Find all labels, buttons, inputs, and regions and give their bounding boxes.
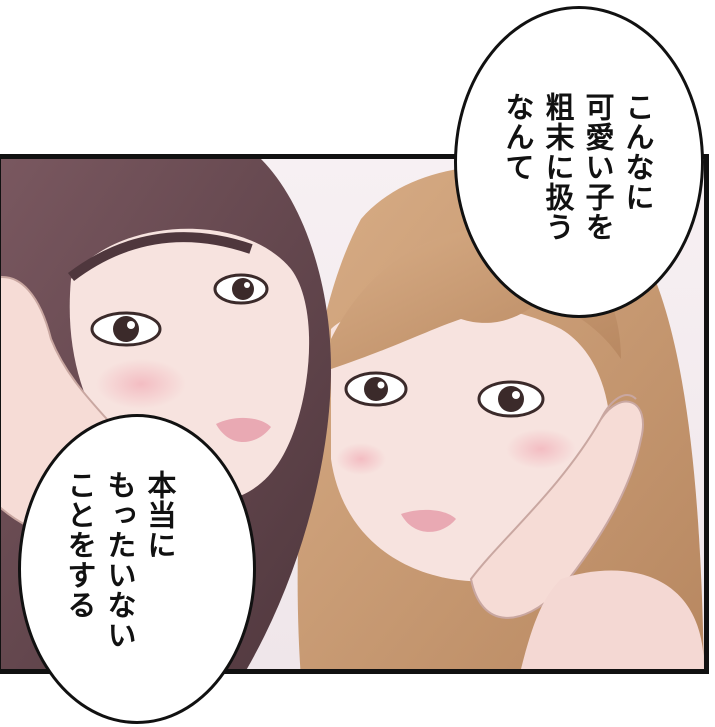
speech-text-bottom: 本当にもったいないことをする (60, 470, 180, 650)
right-girl-shoulder (521, 570, 704, 669)
speech-line: 可愛い子を (581, 92, 615, 242)
speech-line: 本当に (143, 470, 177, 560)
speech-bubble-bottom (18, 414, 256, 724)
right-girl-hand (469, 400, 644, 619)
left-girl-eyebrow (67, 232, 253, 281)
speech-line: もったいない (103, 470, 137, 650)
speech-bubble-top (454, 6, 704, 318)
left-girl-iris-left (113, 316, 139, 342)
left-girl-lips (216, 417, 271, 443)
left-girl-iris-right (232, 278, 254, 300)
speech-line: こんなに (621, 92, 655, 212)
speech-line: なんて (501, 92, 535, 182)
speech-line: 粗末に扱う (541, 92, 575, 242)
speech-line: ことをする (63, 470, 97, 620)
right-girl-lips (401, 509, 456, 532)
speech-text-top: こんなに可愛い子を粗末に扱うなんて (498, 92, 658, 242)
